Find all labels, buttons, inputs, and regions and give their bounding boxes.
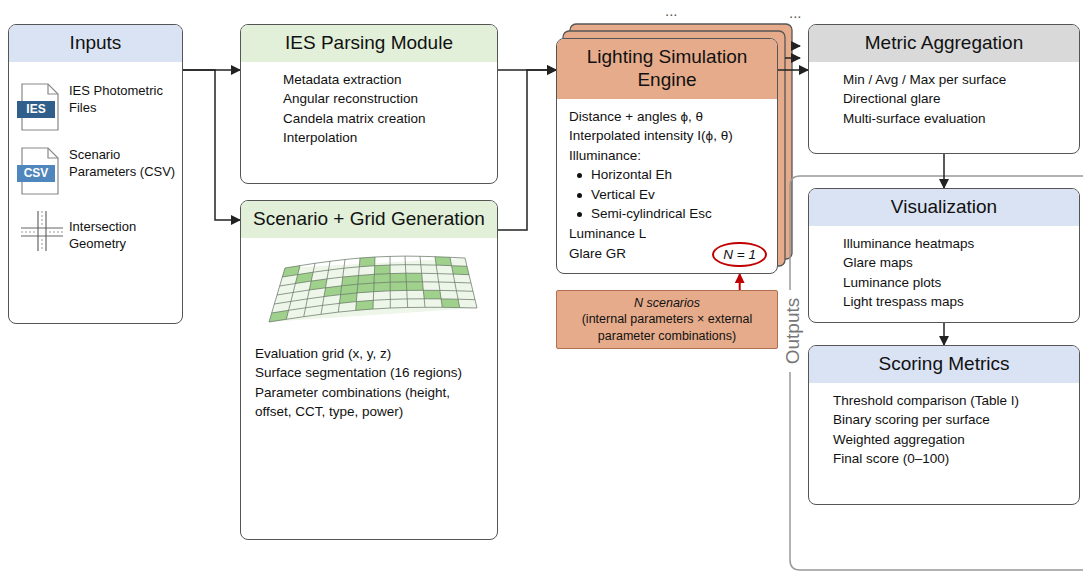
body-line: Light trespass maps [843, 292, 1069, 312]
body-line: Weighted aggregation [833, 430, 1069, 450]
body-line: Metadata extraction [283, 70, 487, 90]
input-label: IES Photometric Files [69, 83, 177, 117]
body-line: Parameter combinations (height, offset, … [255, 383, 487, 422]
box-heading: IES Parsing Module [241, 25, 497, 62]
body-line: Illuminance: [569, 146, 767, 166]
flow-arrow [183, 70, 240, 220]
stack-arrow [785, 57, 800, 59]
bullet-item: Vertical Ev [569, 185, 767, 205]
flow-arrow [943, 154, 945, 188]
evaluation-grid-illustration [255, 250, 485, 330]
body-line: Horizontal Eh [591, 165, 767, 185]
callout-text: (internal parameters × external paramete… [565, 311, 769, 344]
bullet-item: Semi-cylindrical Esc [569, 204, 767, 224]
stack-arrow [792, 45, 800, 47]
body-line: Luminance L [569, 224, 767, 244]
box-body: Min / Avg / Max per surfaceDirectional g… [809, 62, 1079, 139]
box-heading: Scenario + Grid Generation [241, 201, 497, 238]
body-line: Interpolated intensity I(ϕ, θ) [569, 126, 767, 146]
box-body: Metadata extractionAngular reconstructio… [241, 62, 497, 158]
flow-arrow [498, 70, 556, 230]
process-box: Scenario + Grid GenerationEvaluation gri… [240, 200, 498, 540]
body-line: Semi-cylindrical Esc [591, 204, 767, 224]
box-heading: Visualization [809, 189, 1079, 226]
body-line: Directional glare [843, 89, 1069, 109]
body-line: Illuminance heatmaps [843, 234, 1069, 254]
process-box: InputsIES Photometric FilesScenario Para… [8, 24, 183, 324]
bullet-dot [577, 173, 582, 178]
body-line: Interpolation [283, 128, 487, 148]
body-line: Multi-surface evaluation [843, 109, 1069, 129]
flow-arrow [943, 323, 945, 345]
process-box: Lighting Simulation EngineDistance + ang… [556, 38, 778, 274]
ellipsis-label: ... [662, 2, 681, 19]
body-line: Evaluation grid (x, y, z) [255, 344, 487, 364]
bullet-item: Horizontal Eh [569, 165, 767, 185]
box-heading: Scoring Metrics [809, 346, 1079, 383]
intersection-icon [21, 211, 63, 251]
outputs-bracket [790, 176, 1083, 570]
box-heading: Lighting Simulation Engine [557, 39, 777, 99]
file-icon: IES [21, 83, 59, 131]
body-line: Distance + angles ϕ, θ [569, 107, 767, 127]
file-type-badge: IES [17, 101, 55, 118]
box-heading: Metric Aggregation [809, 25, 1079, 62]
body-line: Glare maps [843, 253, 1069, 273]
process-box: VisualizationIlluminance heatmapsGlare m… [808, 188, 1080, 323]
process-box: Scoring MetricsThreshold comparison (Tab… [808, 345, 1080, 505]
callout-box: N scenarios(internal parameters × extern… [556, 290, 778, 349]
process-box: Metric AggregationMin / Avg / Max per su… [808, 24, 1080, 154]
input-label: Intersection Geometry [69, 219, 177, 253]
group-label: Outputs [782, 290, 804, 372]
body-line: Luminance plots [843, 273, 1069, 293]
bullet-dot [577, 193, 582, 198]
box-heading: Inputs [9, 25, 182, 62]
body-line: Binary scoring per surface [833, 410, 1069, 430]
flow-arrow [778, 69, 808, 71]
process-box: IES Parsing ModuleMetadata extractionAng… [240, 24, 498, 184]
body-line: Surface segmentation (16 regions) [255, 363, 487, 383]
ellipsis-label: ... [786, 4, 805, 21]
body-line: Candela matrix creation [283, 109, 487, 129]
flow-arrow [739, 274, 741, 290]
bullet-dot [577, 212, 582, 217]
box-body: Evaluation grid (x, y, z)Surface segment… [241, 238, 497, 432]
callout-text: N scenarios [565, 295, 769, 311]
scenario-count: N = 1 [712, 242, 767, 268]
body-line: Threshold comparison (Table I) [833, 391, 1069, 411]
body-line: Final score (0–100) [833, 449, 1069, 469]
box-body: Threshold comparison (Table I)Binary sco… [809, 383, 1079, 479]
file-icon: CSV [21, 147, 59, 195]
body-line: Angular reconstruction [283, 89, 487, 109]
body-line: Vertical Ev [591, 185, 767, 205]
box-body: Illuminance heatmapsGlare mapsLuminance … [809, 226, 1079, 322]
body-line: Min / Avg / Max per surface [843, 70, 1069, 90]
file-type-badge: CSV [17, 165, 55, 182]
input-label: Scenario Parameters (CSV) [69, 147, 177, 181]
